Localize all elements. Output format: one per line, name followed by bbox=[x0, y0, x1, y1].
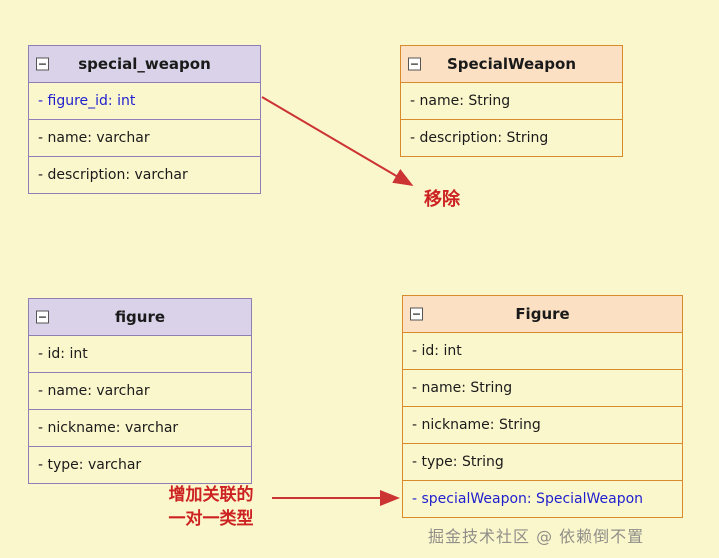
add-relation-line1: 增加关联的 bbox=[168, 485, 254, 505]
field-label: - id: int bbox=[38, 346, 88, 362]
table-title: special_weapon bbox=[78, 55, 211, 73]
field-label: - nickname: String bbox=[412, 417, 541, 433]
table-row: - nickname: varchar bbox=[29, 409, 251, 446]
field-label: - specialWeapon: SpecialWeapon bbox=[412, 491, 644, 507]
field-label: - description: varchar bbox=[38, 167, 188, 183]
field-label: - figure_id: int bbox=[38, 93, 136, 109]
field-label: - type: varchar bbox=[38, 457, 142, 473]
table-header: − special_weapon bbox=[29, 46, 260, 82]
collapse-glyph: − bbox=[37, 57, 48, 71]
field-label: - name: String bbox=[410, 93, 511, 109]
field-label: - nickname: varchar bbox=[38, 420, 179, 436]
table-row: - id: int bbox=[29, 335, 251, 372]
field-label: - description: String bbox=[410, 130, 549, 146]
table-row: - name: varchar bbox=[29, 372, 251, 409]
collapse-glyph: − bbox=[411, 307, 422, 321]
class-row: - name: String bbox=[403, 369, 682, 406]
collapse-glyph: − bbox=[37, 310, 48, 324]
class-row: - description: String bbox=[401, 119, 622, 156]
collapse-icon[interactable]: − bbox=[36, 57, 49, 71]
class-row: - id: int bbox=[403, 332, 682, 369]
class-title: Figure bbox=[515, 305, 570, 323]
field-label: - name: String bbox=[412, 380, 513, 396]
class-figure: − Figure - id: int - name: String - nick… bbox=[402, 295, 683, 518]
add-relation-annotation: 增加关联的 一对一类型 bbox=[150, 484, 272, 532]
class-row-specialweapon: - specialWeapon: SpecialWeapon bbox=[403, 480, 682, 517]
add-relation-line2: 一对一类型 bbox=[168, 508, 254, 529]
field-label: - name: varchar bbox=[38, 130, 150, 146]
class-title: SpecialWeapon bbox=[446, 55, 577, 73]
class-header: − SpecialWeapon bbox=[401, 46, 622, 82]
class-row: - nickname: String bbox=[403, 406, 682, 443]
table-row: - name: varchar bbox=[29, 119, 260, 156]
table-row: - figure_id: int bbox=[29, 82, 260, 119]
watermark: 掘金技术社区 @ 依赖倒不置 bbox=[428, 527, 645, 546]
collapse-icon[interactable]: − bbox=[408, 57, 421, 71]
collapse-glyph: − bbox=[409, 57, 420, 71]
collapse-icon[interactable]: − bbox=[410, 307, 423, 321]
table-row: - type: varchar bbox=[29, 446, 251, 483]
table-special-weapon: − special_weapon - figure_id: int - name… bbox=[28, 45, 261, 194]
remove-annotation: 移除 bbox=[424, 189, 460, 210]
collapse-icon[interactable]: − bbox=[36, 310, 49, 324]
field-label: - type: String bbox=[412, 454, 504, 470]
class-specialweapon: − SpecialWeapon - name: String - descrip… bbox=[400, 45, 623, 157]
remove-arrow bbox=[261, 96, 414, 187]
class-row: - name: String bbox=[401, 82, 622, 119]
field-label: - name: varchar bbox=[38, 383, 150, 399]
table-row: - description: varchar bbox=[29, 156, 260, 193]
class-header: − Figure bbox=[403, 296, 682, 332]
table-figure: − figure - id: int - name: varchar - nic… bbox=[28, 298, 252, 484]
table-title: figure bbox=[114, 308, 166, 326]
field-label: - id: int bbox=[412, 343, 462, 359]
table-header: − figure bbox=[29, 299, 251, 335]
class-row: - type: String bbox=[403, 443, 682, 480]
